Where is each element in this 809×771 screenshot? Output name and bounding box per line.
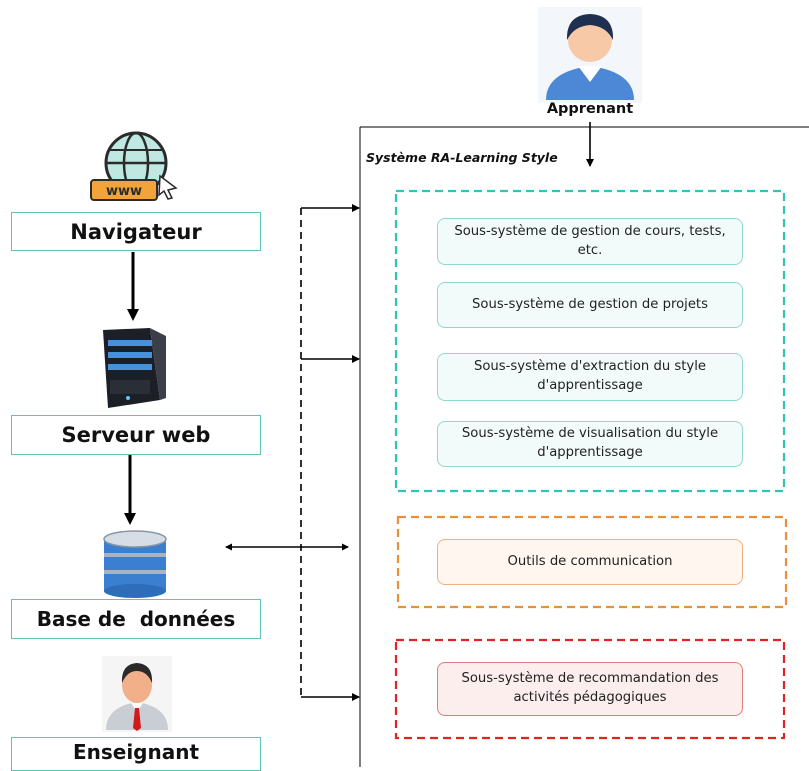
recommendation-module-label: Sous-système de recommandation des activ… bbox=[461, 671, 719, 705]
learner-user-icon bbox=[538, 7, 642, 103]
system-title: Système RA-Learning Style bbox=[366, 150, 558, 165]
server-label: Serveur web bbox=[11, 415, 261, 455]
globe-www-icon: www bbox=[90, 131, 178, 201]
database-label: Base de données bbox=[11, 599, 261, 639]
extraction-module-label: Sous-système d'extraction du style d'app… bbox=[473, 359, 706, 393]
system-frame bbox=[359, 126, 809, 767]
courses-module-box: Sous-système de gestion de cours, tests,… bbox=[437, 218, 743, 265]
communication-tools-box: Outils de communication bbox=[437, 539, 743, 585]
courses-module-label: Sous-système de gestion de cours, tests,… bbox=[454, 223, 726, 258]
communication-tools-label: Outils de communication bbox=[507, 553, 673, 569]
database-icon bbox=[103, 530, 167, 598]
orange-dashed-group bbox=[396, 515, 788, 609]
teacher-user-icon bbox=[102, 656, 172, 732]
projects-module-box: Sous-système de gestion de projets bbox=[437, 282, 743, 328]
red-dashed-group bbox=[394, 638, 786, 740]
svg-text:www: www bbox=[106, 184, 142, 199]
browser-label: Navigateur bbox=[11, 212, 261, 251]
visualisation-module-box: Sous-système de visualisation du style d… bbox=[437, 421, 743, 467]
visualisation-module-label: Sous-système de visualisation du style d… bbox=[461, 426, 719, 460]
server-icon bbox=[103, 328, 166, 408]
teal-dashed-group bbox=[394, 189, 786, 493]
teacher-label: Enseignant bbox=[11, 737, 261, 771]
projects-module-label: Sous-système de gestion de projets bbox=[472, 296, 708, 312]
learner-label: Apprenant bbox=[546, 101, 634, 117]
extraction-module-box: Sous-système d'extraction du style d'app… bbox=[437, 353, 743, 401]
recommendation-module-box: Sous-système de recommandation des activ… bbox=[437, 662, 743, 716]
